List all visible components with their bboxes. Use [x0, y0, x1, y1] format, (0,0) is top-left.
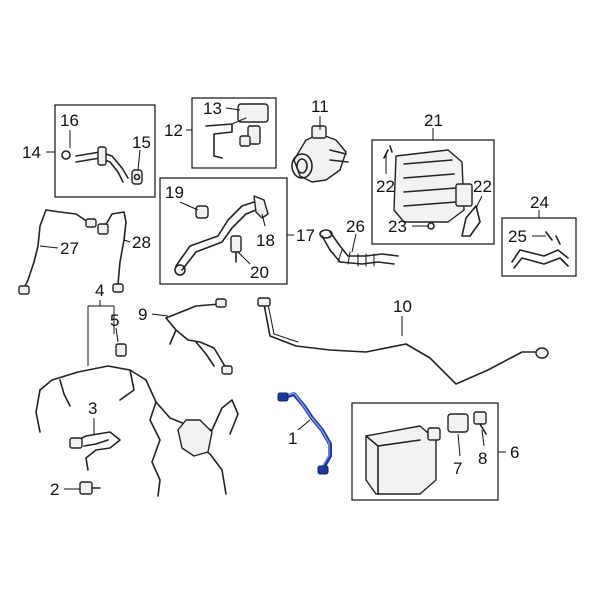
part-vacuum-tube-10 — [257, 297, 549, 385]
callout-11: 11 — [311, 97, 329, 116]
part-highlighted-hose-1 — [277, 392, 332, 475]
callout-3: 3 — [88, 399, 97, 418]
part-o2-sensor-28 — [97, 211, 127, 293]
callout-24: 24 — [530, 193, 549, 212]
callout-27: 27 — [60, 239, 79, 258]
callout-5: 5 — [110, 311, 119, 330]
part-canister-assembly — [365, 411, 487, 495]
callout-20: 20 — [250, 263, 269, 282]
callout-25: 25 — [508, 227, 527, 246]
part-egr-cooler — [383, 145, 481, 237]
part-connector-3 — [69, 431, 121, 471]
callout-15: 15 — [132, 133, 151, 152]
callout-22-right: 22 — [473, 177, 492, 196]
box-group-17 — [159, 177, 288, 285]
callout-7: 7 — [453, 459, 462, 478]
callout-2: 2 — [50, 480, 59, 499]
callout-28: 28 — [132, 233, 151, 252]
box-group-12 — [191, 97, 277, 169]
part-vacuum-harness-9 — [165, 298, 233, 375]
part-throttle-body — [291, 125, 349, 183]
box-group-14 — [54, 104, 156, 198]
callout-21: 21 — [424, 111, 443, 130]
callout-14: 14 — [22, 143, 41, 162]
callout-10: 10 — [393, 297, 412, 316]
callout-22-left: 22 — [376, 177, 395, 196]
callout-16: 16 — [60, 111, 79, 130]
part-wiring-harness-4 — [35, 343, 239, 497]
leader-lines — [39, 107, 546, 490]
callout-1: 1 — [288, 429, 297, 448]
part-intake-hose — [319, 229, 399, 267]
callout-6: 6 — [510, 443, 519, 462]
part-egr-tube-small — [61, 146, 143, 185]
callout-12: 12 — [164, 121, 183, 140]
callout-26: 26 — [346, 217, 365, 236]
callout-18: 18 — [256, 231, 275, 250]
callout-17: 17 — [296, 226, 315, 245]
part-sensor-2 — [79, 481, 101, 495]
part-egr-tube-assembly — [174, 195, 269, 276]
part-pressure-sensor-bracket — [205, 103, 269, 159]
callout-13: 13 — [203, 99, 222, 118]
part-o2-sensor-27 — [18, 209, 97, 295]
callout-8: 8 — [478, 449, 487, 468]
part-egr-tube-25 — [511, 231, 569, 269]
callout-9: 9 — [138, 305, 147, 324]
callout-4: 4 — [95, 281, 104, 300]
callout-23: 23 — [388, 217, 407, 236]
callout-19: 19 — [165, 183, 184, 202]
